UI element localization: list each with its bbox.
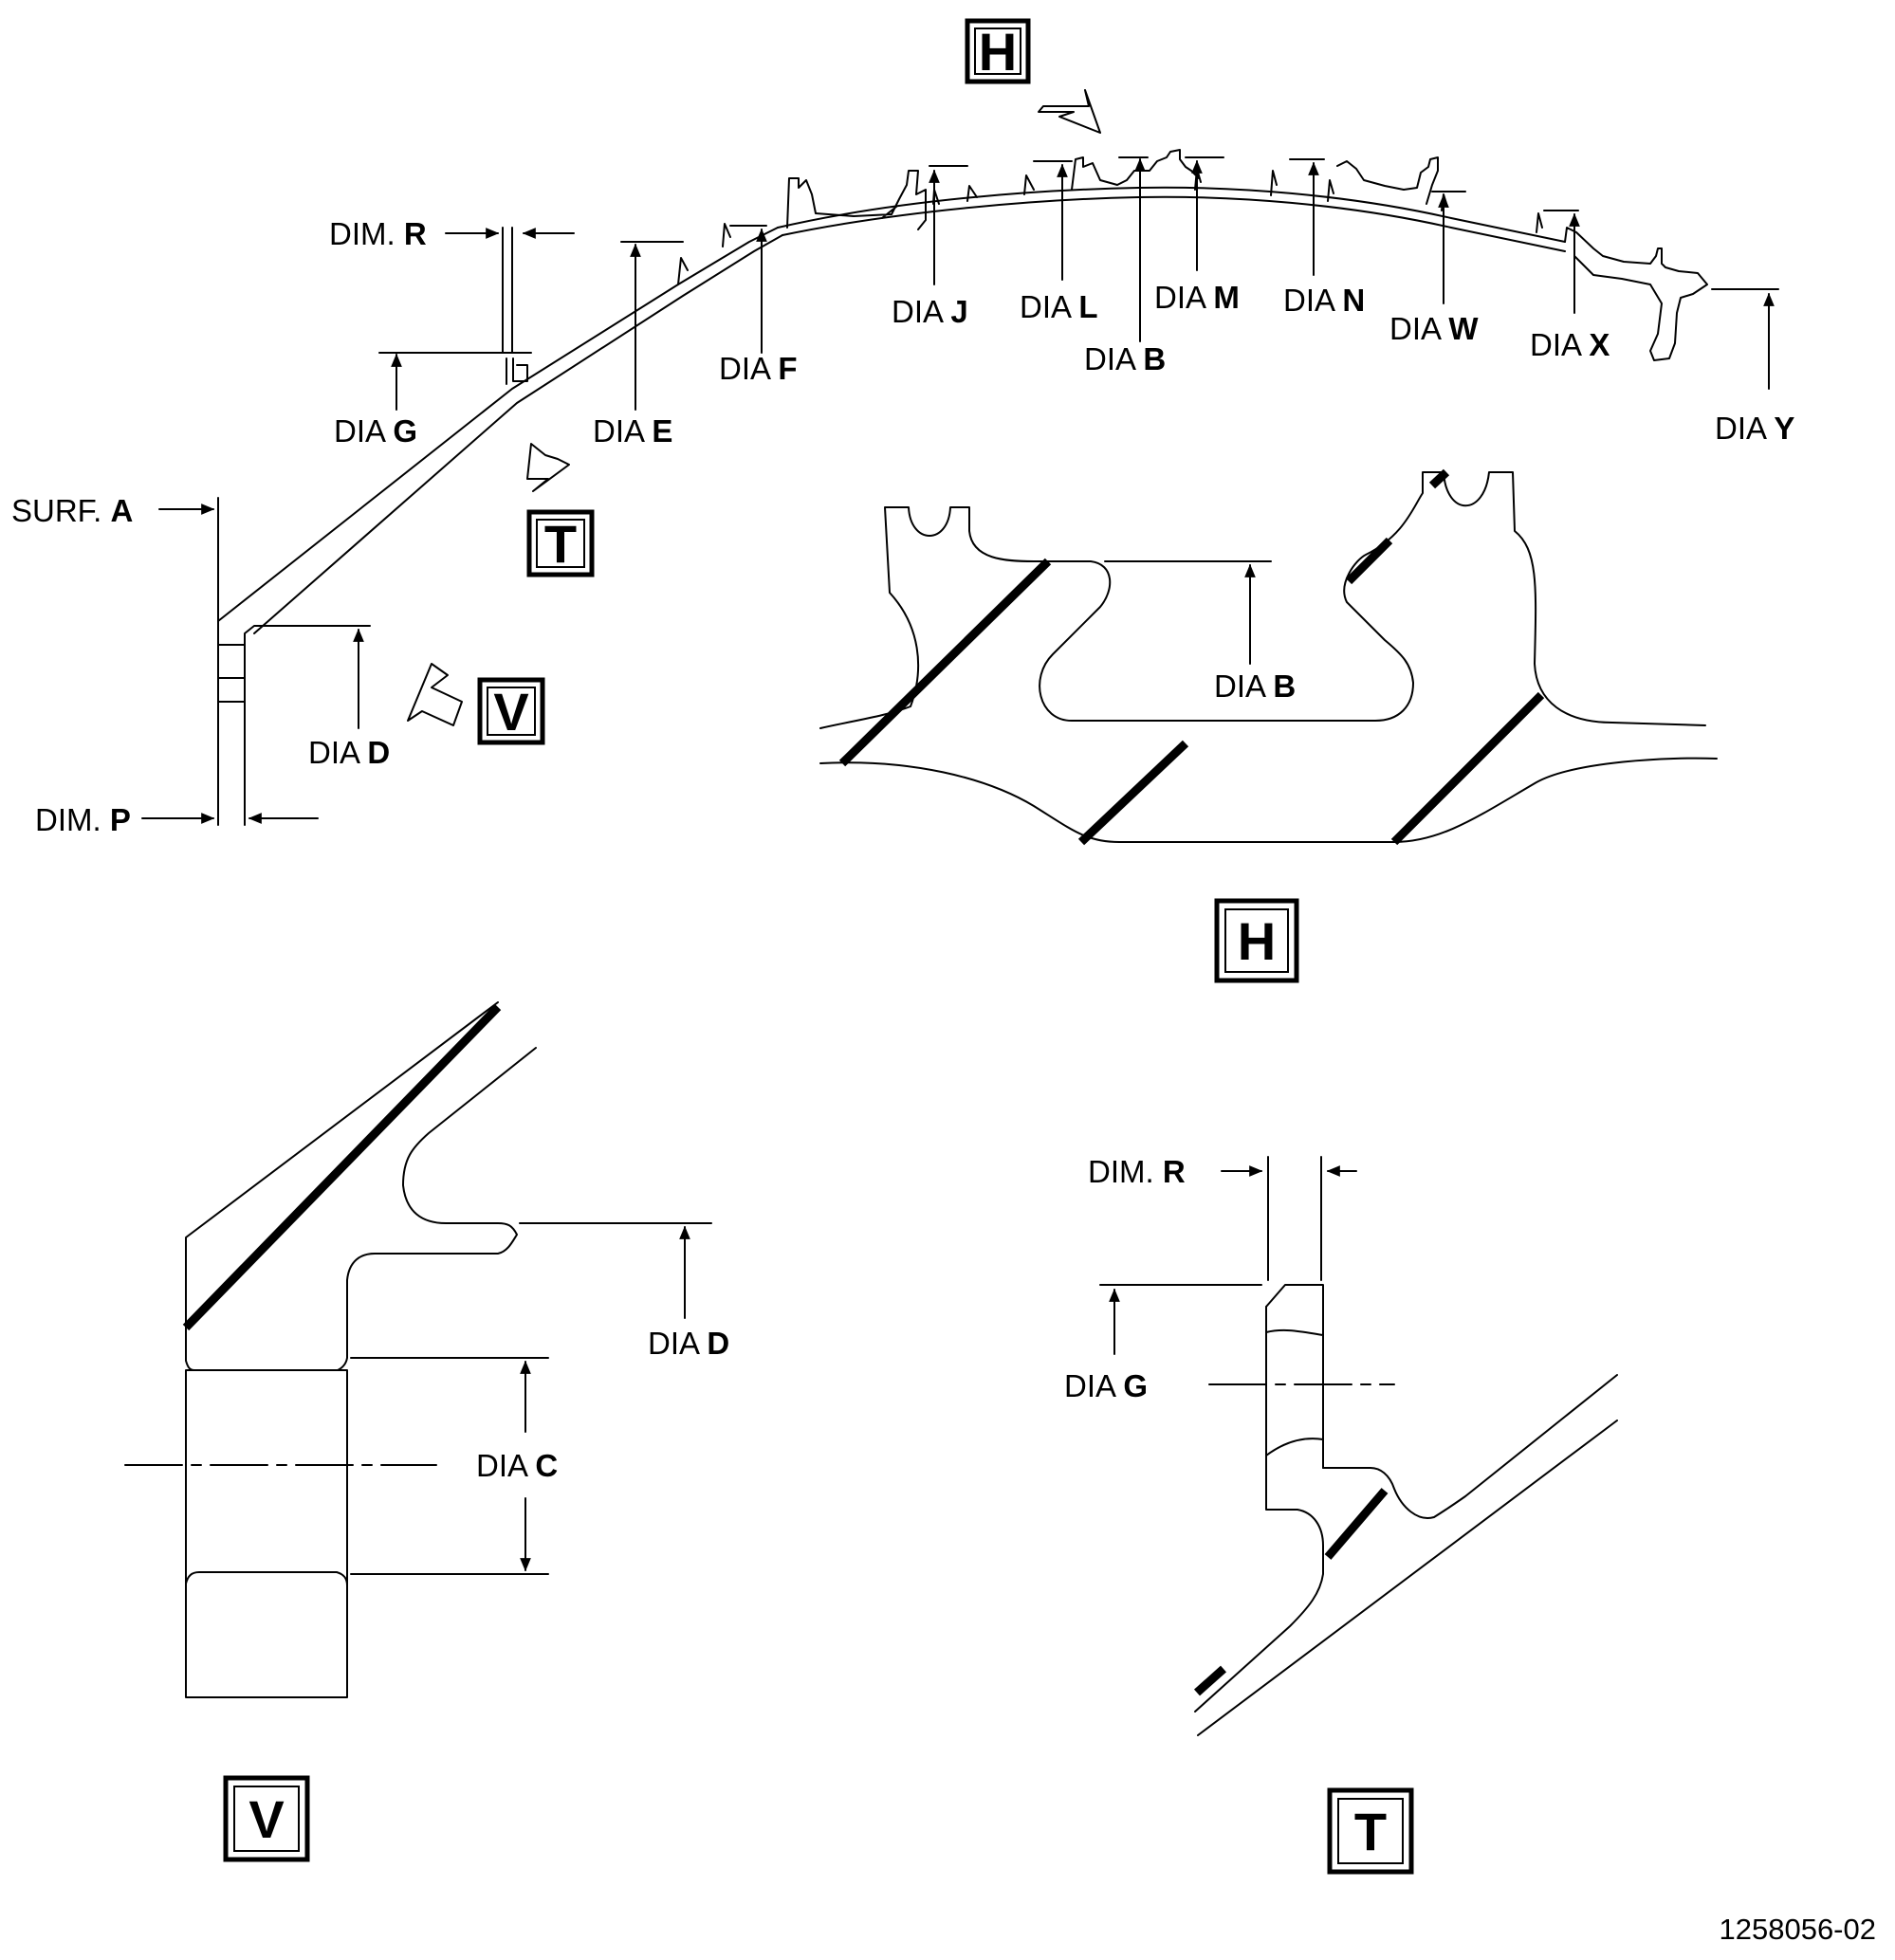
detail-v-body	[185, 1369, 348, 1698]
detail-t-lower-line	[1197, 1420, 1618, 1736]
detail-t-outline	[1194, 1306, 1324, 1713]
label-dia-m: DIA M	[1154, 280, 1240, 315]
detail-t-hook	[1265, 1284, 1324, 1469]
detail-t: DIM. R DIA G	[1064, 1154, 1618, 1736]
detail-v-outline	[185, 1001, 537, 1371]
drawing-number: 1258056-02	[1720, 1913, 1877, 1946]
detail-t-label-dia-g: DIA G	[1064, 1368, 1148, 1403]
detail-h-hatch-5	[1428, 468, 1450, 489]
view-arrow-t	[526, 443, 570, 492]
label-dia-d: DIA D	[308, 735, 390, 770]
label-dim-r: DIM. R	[329, 216, 427, 251]
detail-h-hatch-4	[1345, 537, 1393, 585]
view-tag-t-overview: T	[526, 509, 595, 577]
label-dia-y: DIA Y	[1715, 411, 1794, 446]
overview-dim-arrows	[141, 156, 1779, 826]
svg-text:H: H	[1238, 911, 1276, 971]
cone-inner-line	[253, 234, 783, 634]
detail-v-label-dia-c: DIA C	[476, 1448, 558, 1483]
detail-v-label-dia-d: DIA D	[648, 1326, 729, 1361]
detail-h-hatch-2	[1077, 740, 1189, 846]
detail-t-hatch-1	[1324, 1488, 1389, 1560]
svg-text:V: V	[493, 682, 528, 742]
label-dia-b: DIA B	[1084, 341, 1166, 376]
label-dia-f: DIA F	[719, 351, 798, 386]
label-dia-g: DIA G	[334, 413, 417, 449]
svg-text:T: T	[1354, 1802, 1387, 1861]
detail-h-label-dia-b: DIA B	[1214, 669, 1296, 704]
view-tag-v-detail: V	[223, 1775, 310, 1862]
flange-foot-detail	[217, 644, 246, 679]
svg-text:V: V	[248, 1789, 284, 1849]
overview-profile	[141, 89, 1779, 826]
view-arrow-h	[1038, 89, 1101, 134]
view-tag-t-detail: T	[1327, 1787, 1414, 1875]
detail-v-hatch	[182, 1003, 502, 1331]
detail-v: DIA D DIA C	[124, 1001, 729, 1698]
svg-text:T: T	[544, 514, 577, 574]
overview-labels: DIM. R DIA G SURF. A DIA D DIM. P DIA E …	[11, 216, 1794, 837]
detail-t-inner	[1322, 1374, 1618, 1519]
drum-inner-arc	[782, 195, 1566, 252]
label-dia-w: DIA W	[1389, 311, 1479, 346]
detail-t-label-dim-r: DIM. R	[1088, 1154, 1186, 1189]
label-dia-e: DIA E	[593, 413, 672, 449]
drum-outer-arc	[777, 186, 1566, 243]
label-dia-l: DIA L	[1020, 289, 1098, 324]
label-dia-j: DIA J	[892, 294, 968, 329]
label-dim-p: DIM. P	[35, 802, 131, 837]
flange-foot	[217, 620, 276, 703]
detail-h-lower-contour	[819, 757, 1718, 843]
view-tag-h-top: H	[965, 18, 1031, 84]
label-dia-x: DIA X	[1530, 327, 1610, 362]
detail-h: DIA B	[819, 468, 1718, 846]
label-surf-a: SURF. A	[11, 493, 133, 528]
view-tag-v-overview: V	[477, 677, 545, 745]
t-hook	[506, 357, 528, 385]
cone-outer-line	[217, 227, 779, 622]
label-dia-n: DIA N	[1283, 283, 1365, 318]
view-arrow-v	[407, 663, 463, 726]
svg-text:H: H	[979, 22, 1017, 82]
detail-h-hatch-1	[838, 558, 1052, 767]
detail-t-hatch-2	[1194, 1665, 1226, 1696]
detail-h-hatch-3	[1390, 691, 1545, 846]
detail-h-left-finger	[819, 471, 1706, 729]
view-tag-h-detail: H	[1214, 898, 1299, 983]
